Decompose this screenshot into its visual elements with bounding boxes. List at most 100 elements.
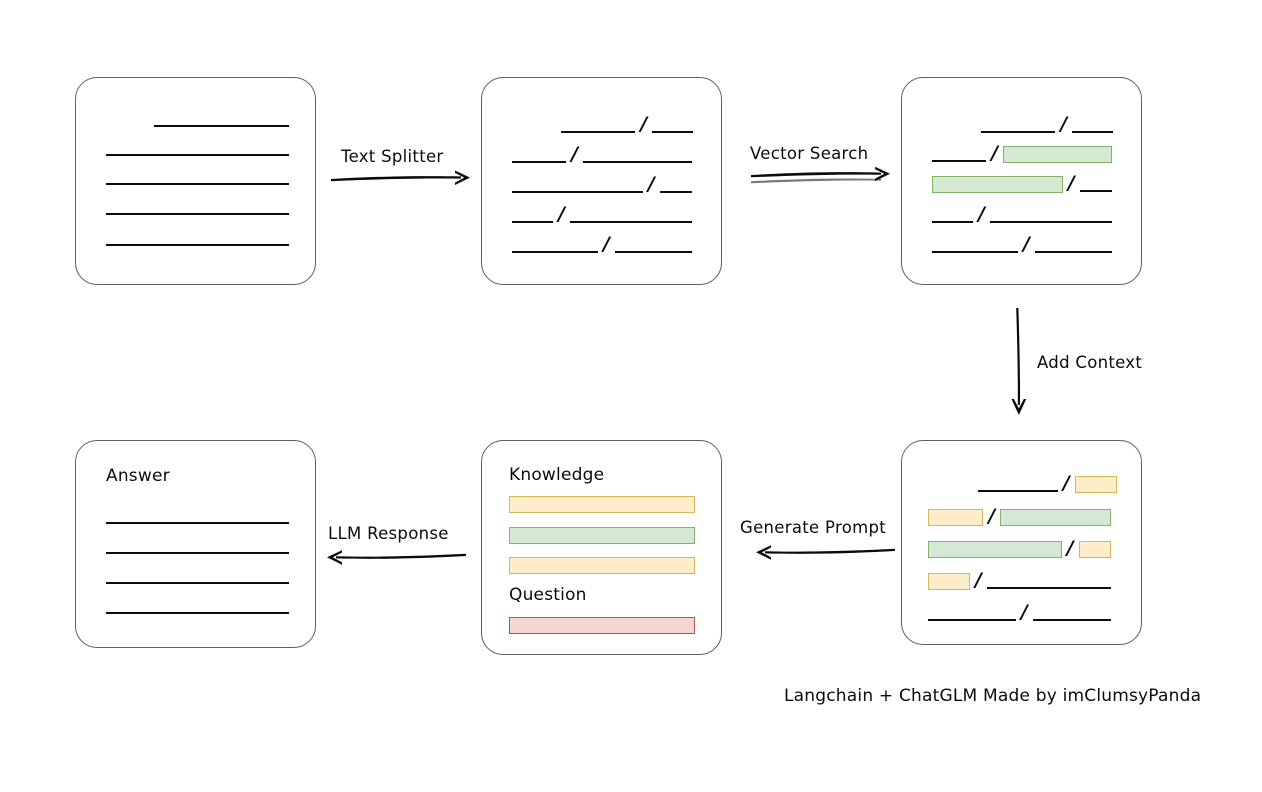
text-line: / (932, 173, 1119, 193)
chunk-separator: / (988, 504, 996, 527)
context-chunk-highlight[interactable] (928, 508, 984, 526)
chunk-separator: / (1062, 471, 1070, 494)
arrow-label-text-splitter: Text Splitter (341, 147, 444, 166)
text-segment (977, 477, 1058, 492)
matched-chunk-highlight[interactable] (1003, 145, 1112, 163)
answer-rows: Answer (76, 441, 315, 647)
text-segment (659, 178, 692, 193)
source-document-box[interactable] (75, 77, 316, 285)
prompt-box[interactable]: Knowledge Question (481, 440, 722, 655)
text-segment (928, 606, 1016, 621)
question-bar-row (509, 616, 695, 634)
text-segment (583, 148, 692, 163)
matched-chunks-box[interactable]: / / / / / (901, 77, 1142, 285)
source-document-rows (76, 78, 315, 284)
context-chunk-highlight[interactable] (928, 572, 971, 590)
arrow-label-llm-response: LLM Response (328, 524, 449, 543)
chunk-separator: / (640, 112, 648, 135)
chunk-separator: / (1060, 112, 1068, 135)
knowledge-bar-row (509, 556, 695, 574)
text-segment (980, 118, 1056, 133)
text-segment (106, 599, 289, 614)
arrow-generate-prompt (756, 545, 895, 560)
chunk-separator: / (1020, 600, 1028, 623)
text-segment (932, 208, 974, 223)
knowledge-bar-yellow[interactable] (509, 495, 695, 513)
question-bar-red[interactable] (509, 616, 695, 634)
knowledge-bar-green[interactable] (509, 526, 695, 544)
text-segment (570, 208, 692, 223)
text-segment (560, 118, 636, 133)
text-line: / (512, 172, 699, 195)
text-segment (153, 112, 289, 127)
context-chunk-highlight[interactable] (1078, 540, 1112, 558)
chunk-separator: / (991, 141, 999, 164)
text-line: / (932, 112, 1119, 135)
chunk-separator: / (571, 142, 579, 165)
text-segment (106, 231, 289, 246)
text-line: / (932, 141, 1119, 164)
chunk-separator: / (978, 202, 986, 225)
chunk-separator: / (647, 172, 655, 195)
text-segment (512, 148, 567, 163)
text-segment (932, 147, 987, 162)
matched-chunk-highlight[interactable] (928, 540, 1062, 558)
knowledge-bar-row (509, 495, 695, 513)
text-line: / (928, 504, 1119, 527)
text-line: / (928, 600, 1119, 623)
chunk-separator: / (603, 232, 610, 255)
text-line: / (512, 202, 699, 225)
text-segment (106, 200, 289, 215)
text-line (106, 567, 289, 585)
text-segment (1072, 118, 1114, 133)
text-line: / (932, 232, 1119, 255)
knowledge-bar-row (509, 526, 695, 544)
arrow-text-splitter (331, 170, 470, 185)
text-segment (614, 238, 692, 253)
context-chunks-rows: / / / / / (902, 441, 1141, 644)
arrow-add-context (1011, 308, 1027, 415)
chunk-separator: / (1066, 536, 1074, 559)
text-line (106, 168, 289, 186)
text-line: / (512, 112, 699, 135)
footer-credit: Langchain + ChatGLM Made by imClumsyPand… (784, 686, 1202, 706)
context-chunks-box[interactable]: / / / / / (901, 440, 1142, 645)
question-label: Question (509, 585, 587, 605)
arrow-label-generate-prompt: Generate Prompt (740, 518, 886, 537)
text-segment (106, 141, 289, 156)
context-chunk-highlight[interactable] (1074, 475, 1117, 493)
text-line: / (928, 536, 1119, 559)
text-line: / (512, 232, 699, 255)
chunk-separator: / (975, 568, 982, 591)
text-segment (652, 118, 694, 133)
text-line (106, 507, 289, 525)
text-segment (106, 569, 289, 584)
arrow-label-vector-search: Vector Search (750, 144, 869, 163)
text-segment (1079, 177, 1112, 192)
text-line: / (932, 202, 1119, 225)
matched-chunk-highlight[interactable] (932, 175, 1063, 193)
knowledge-bar-yellow[interactable] (509, 556, 695, 574)
text-line (106, 110, 289, 128)
text-segment (106, 539, 289, 554)
answer-box[interactable]: Answer (75, 440, 316, 648)
text-line: / (928, 568, 1119, 591)
chunk-separator: / (558, 202, 566, 225)
matched-chunk-highlight[interactable] (1000, 508, 1112, 526)
text-line: / (512, 142, 699, 165)
text-segment (932, 238, 1019, 253)
text-line (106, 597, 289, 615)
text-segment (986, 574, 1112, 589)
split-chunks-box[interactable]: / / / / / (481, 77, 722, 285)
text-line: / (928, 471, 1119, 494)
chunk-separator: / (1023, 232, 1030, 255)
matched-chunks-rows: / / / / / (902, 78, 1141, 284)
text-segment (512, 208, 554, 223)
text-line (106, 229, 289, 247)
arrow-vector-search (751, 166, 890, 184)
answer-label: Answer (106, 466, 170, 486)
text-segment (1034, 238, 1112, 253)
text-line (106, 537, 289, 555)
text-segment (990, 208, 1112, 223)
